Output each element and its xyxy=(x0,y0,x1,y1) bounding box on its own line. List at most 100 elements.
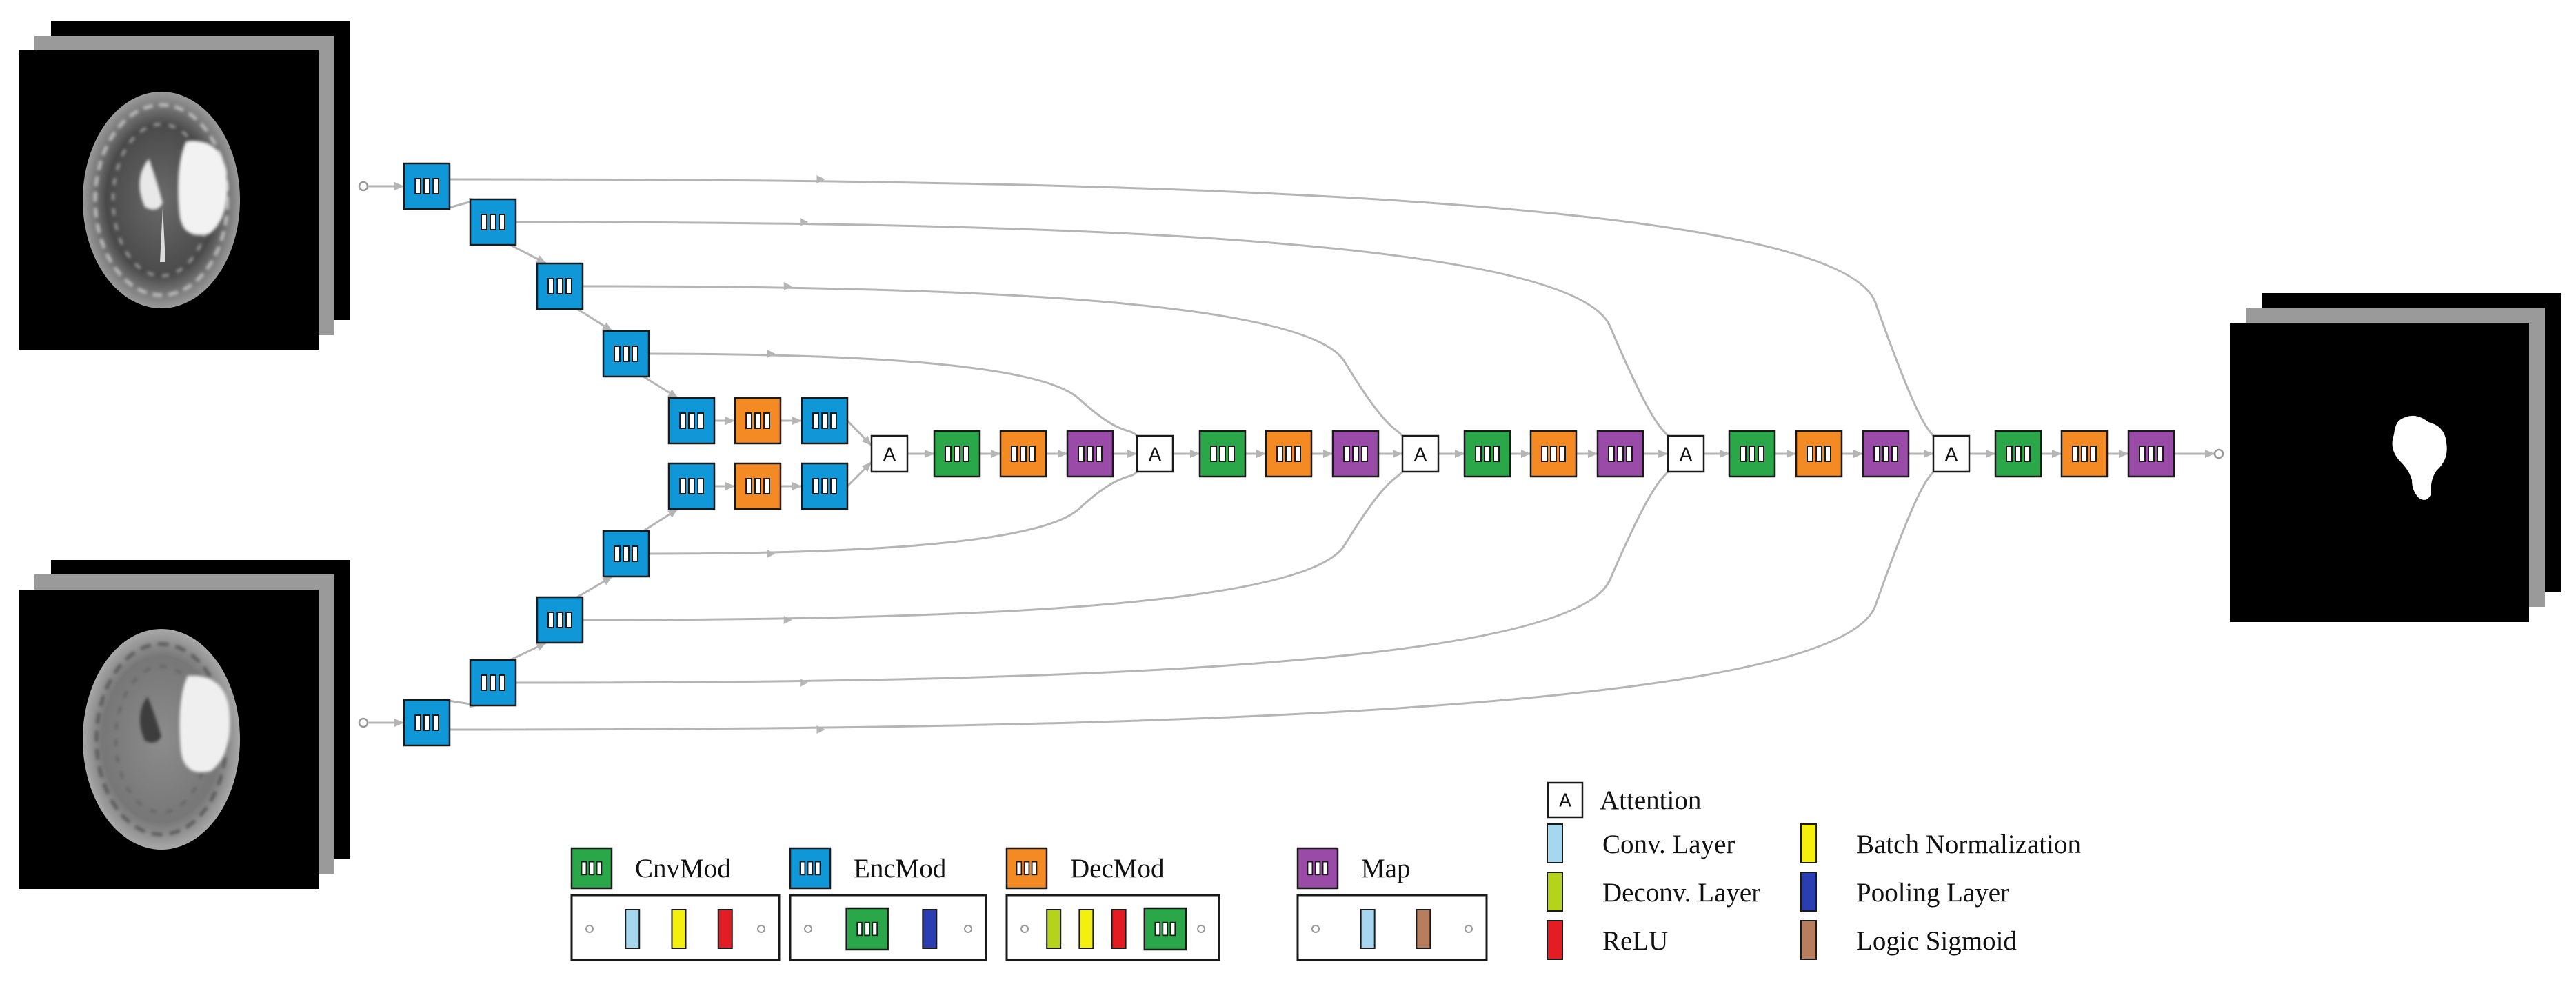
module-bar-glyph xyxy=(754,478,761,494)
legend-conv: Conv. Layer xyxy=(1547,823,1735,863)
arrowhead xyxy=(725,417,735,425)
module-bar-glyph xyxy=(1493,446,1500,462)
legend-batchnorm: Batch Normalization xyxy=(1800,823,2081,863)
module-bar-glyph xyxy=(2148,446,2155,462)
decmod-legend-icon xyxy=(1005,847,1048,890)
module-bar-glyph xyxy=(1162,921,1169,937)
module-bar-glyph xyxy=(688,412,695,429)
sigmoid-legend-icon xyxy=(1800,920,1817,960)
arrowhead xyxy=(1853,450,1863,458)
module-bar-glyph xyxy=(763,412,770,429)
relu-layer-glyph xyxy=(717,909,733,949)
deconv-label: Deconv. Layer xyxy=(1602,878,1760,908)
arrowhead xyxy=(861,435,872,446)
arrowhead xyxy=(2119,450,2129,458)
arrowhead xyxy=(925,450,934,458)
encmod-block xyxy=(403,699,451,747)
module-bar-glyph xyxy=(812,412,819,429)
module-bar-glyph xyxy=(1873,446,1880,462)
cnvmod-block xyxy=(1994,430,2042,478)
module-bar-glyph xyxy=(481,214,487,230)
module-bar-glyph xyxy=(556,612,563,628)
legend-attention: A Attention xyxy=(1547,781,1701,819)
module-bar-glyph xyxy=(688,478,695,494)
output-segmentation-stack xyxy=(2230,293,2561,622)
cnvmod-block xyxy=(1728,430,1776,478)
arrowhead xyxy=(535,643,547,651)
module-bar-glyph xyxy=(2081,446,2088,462)
map-label: Map xyxy=(1361,854,1411,883)
module-bar-glyph xyxy=(423,178,430,194)
module-bar-glyph xyxy=(565,278,572,294)
module-bar-glyph xyxy=(679,478,686,494)
arrowhead xyxy=(816,725,825,734)
arrowhead xyxy=(1323,450,1333,458)
module-bar-glyph xyxy=(1824,446,1831,462)
module-bar-glyph xyxy=(1307,861,1314,876)
module-bar-glyph xyxy=(1815,446,1822,462)
map-block xyxy=(1862,430,1910,478)
module-bar-glyph xyxy=(872,921,878,937)
cnvmod-mini-block xyxy=(1143,907,1187,951)
legend-decmod: DecMod xyxy=(1005,847,1220,961)
arrowhead xyxy=(2052,450,2062,458)
module-bar-glyph xyxy=(812,478,819,494)
module-bar-glyph xyxy=(414,178,421,194)
module-bar-glyph xyxy=(581,861,587,876)
module-bar-glyph xyxy=(963,446,969,462)
module-bar-glyph xyxy=(1276,446,1283,462)
brain-scan-image xyxy=(83,629,240,850)
encmod-block xyxy=(536,262,584,310)
module-bar-glyph xyxy=(754,412,761,429)
encmod-block xyxy=(667,397,716,445)
pooling-layer-glyph xyxy=(922,909,938,949)
arrowhead xyxy=(1058,450,1067,458)
module-bar-glyph xyxy=(1031,861,1038,876)
module-bar-glyph xyxy=(1559,446,1566,462)
module-bar-glyph xyxy=(821,478,828,494)
attention-label: Attention xyxy=(1600,785,1701,815)
module-bar-glyph xyxy=(1475,446,1482,462)
input-port-dot xyxy=(358,181,369,192)
module-bar-glyph xyxy=(1020,446,1027,462)
arrowhead xyxy=(1256,450,1266,458)
module-bar-glyph xyxy=(807,861,814,876)
batchnorm-legend-icon xyxy=(1800,823,1817,863)
arrowhead xyxy=(1190,450,1200,458)
arrowhead xyxy=(1521,450,1531,458)
module-bar-glyph xyxy=(556,278,563,294)
module-bar-glyph xyxy=(856,921,863,937)
cnvmod-mini-block xyxy=(845,907,889,951)
legend-map: Map xyxy=(1296,847,1488,961)
module-bar-glyph xyxy=(1169,921,1176,937)
decmod-composition-box xyxy=(1005,894,1220,961)
port-dot xyxy=(1020,925,1029,933)
arrowhead xyxy=(767,350,776,358)
sigmoid-label: Logic Sigmoid xyxy=(1856,926,2017,956)
attention-letter: A xyxy=(1559,791,1571,812)
attention-block: A xyxy=(870,434,909,473)
module-bar-glyph xyxy=(1016,861,1023,876)
arrowhead xyxy=(394,182,404,190)
module-bar-glyph xyxy=(1219,446,1226,462)
encmod-block xyxy=(801,397,849,445)
module-bar-glyph xyxy=(1078,446,1085,462)
decmod-label: DecMod xyxy=(1070,854,1165,883)
port-dot xyxy=(757,925,765,933)
module-bar-glyph xyxy=(1891,446,1898,462)
conv-label: Conv. Layer xyxy=(1602,830,1735,859)
module-bar-glyph xyxy=(954,446,960,462)
module-bar-glyph xyxy=(945,446,952,462)
arrowhead xyxy=(991,450,1000,458)
legend-pooling: Pooling Layer xyxy=(1800,872,2009,912)
arrowhead xyxy=(792,417,802,425)
arrowhead xyxy=(1658,450,1668,458)
arrowhead xyxy=(816,175,825,183)
module-bar-glyph xyxy=(1882,446,1889,462)
encmod-block xyxy=(667,462,716,510)
encmod-block xyxy=(602,330,650,378)
module-bar-glyph xyxy=(632,346,638,362)
module-bar-glyph xyxy=(423,714,430,731)
